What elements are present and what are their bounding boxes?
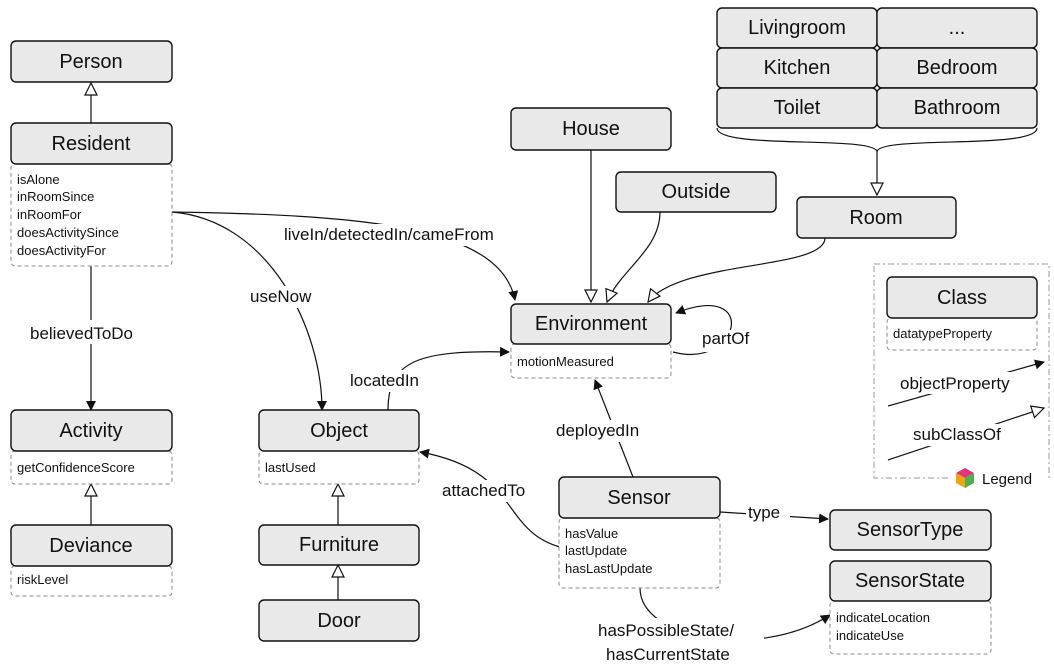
label-livein: liveIn/detectedIn/cameFrom: [284, 225, 494, 244]
resident-prop: isAlone: [17, 172, 60, 187]
label-deployedin: deployedIn: [556, 421, 639, 440]
room-cell-label: ...: [949, 17, 966, 39]
class-environment[interactable]: Environment motionMeasured: [510, 303, 672, 379]
class-person-name: Person: [59, 51, 122, 73]
room-cell-label: Bathroom: [914, 97, 1001, 119]
class-room-name: Room: [849, 207, 902, 229]
legend-objectproperty-label: objectProperty: [900, 374, 1010, 393]
room-cell[interactable]: Toilet: [716, 87, 878, 129]
class-door[interactable]: Door: [258, 599, 420, 642]
class-object-name: Object: [310, 420, 368, 442]
sensor-prop: hasLastUpdate: [565, 561, 652, 576]
legend-title: Legend: [982, 471, 1032, 488]
object-prop: lastUsed: [265, 460, 316, 475]
label-partof: partOf: [702, 329, 750, 348]
environment-prop: motionMeasured: [517, 354, 614, 369]
resident-prop: inRoomSince: [17, 189, 94, 204]
room-cell[interactable]: Kitchen: [716, 47, 878, 89]
sensor-prop: hasValue: [565, 526, 618, 541]
room-cell-label: Kitchen: [764, 57, 831, 79]
class-furniture[interactable]: Furniture: [258, 524, 420, 566]
edge-outside-env: [607, 211, 661, 302]
label-usenow: useNow: [250, 287, 312, 306]
activity-prop: getConfidenceScore: [17, 460, 135, 475]
edge-room-env: [648, 237, 826, 302]
class-sensortype[interactable]: SensorType: [829, 509, 992, 551]
sensorstate-prop: indicateLocation: [836, 610, 930, 625]
sensorstate-prop: indicateUse: [836, 628, 904, 643]
edge-usenow: [171, 211, 327, 411]
room-cell[interactable]: ...: [876, 7, 1038, 49]
room-cell-label: Bedroom: [916, 57, 997, 79]
class-deviance[interactable]: Deviance riskLevel: [10, 524, 173, 597]
class-door-name: Door: [317, 610, 361, 632]
sensor-prop: lastUpdate: [565, 543, 627, 558]
deviance-prop: riskLevel: [17, 572, 68, 587]
edge-locatedin: [387, 346, 510, 411]
room-cell-label: Toilet: [774, 97, 821, 119]
class-resident[interactable]: Resident isAlone inRoomSince inRoomFor d…: [10, 122, 173, 267]
label-type: type: [748, 503, 780, 522]
resident-prop: doesActivityFor: [17, 243, 107, 258]
class-environment-name: Environment: [535, 313, 648, 335]
class-house[interactable]: House: [510, 107, 672, 151]
label-hasstate-1: hasPossibleState/: [598, 621, 734, 640]
class-sensortype-name: SensorType: [857, 519, 964, 541]
class-activity-name: Activity: [59, 420, 122, 442]
legend-cube-icon: [950, 467, 984, 489]
edge-labels: believedToDo useNow liveIn/detectedIn/ca…: [22, 224, 790, 664]
rooms-brace: [716, 127, 1038, 153]
class-person[interactable]: Person: [10, 40, 173, 83]
label-locatedin: locatedIn: [350, 371, 419, 390]
class-outside-name: Outside: [662, 181, 731, 203]
label-hasstate-2: hasCurrentState: [606, 645, 730, 664]
room-cell-label: Livingroom: [748, 17, 846, 39]
room-cell[interactable]: Bedroom: [876, 47, 1038, 89]
room-cell[interactable]: Bathroom: [876, 87, 1038, 129]
class-sensor-name: Sensor: [607, 487, 671, 509]
class-deviance-name: Deviance: [49, 535, 132, 557]
class-resident-name: Resident: [52, 133, 131, 155]
class-sensorstate[interactable]: SensorState indicateLocation indicateUse: [829, 560, 992, 655]
class-furniture-name: Furniture: [299, 534, 379, 556]
class-house-name: House: [562, 118, 620, 140]
room-cell[interactable]: Livingroom: [716, 7, 878, 49]
label-believedtodo: believedToDo: [30, 324, 133, 343]
class-sensorstate-name: SensorState: [855, 570, 965, 592]
edge-partof: [672, 305, 732, 355]
legend-class-name: Class: [937, 287, 987, 309]
class-room[interactable]: Room: [796, 196, 957, 239]
class-sensor[interactable]: Sensor hasValue lastUpdate hasLastUpdate: [558, 476, 721, 589]
class-object[interactable]: Object lastUsed: [258, 409, 420, 485]
class-outside[interactable]: Outside: [615, 171, 777, 213]
legend-subclassof-label: subClassOf: [913, 425, 1001, 444]
label-attachedto: attachedTo: [442, 481, 525, 500]
legend: Class datatypeProperty objectProperty su…: [873, 263, 1050, 489]
resident-prop: inRoomFor: [17, 207, 82, 222]
class-activity[interactable]: Activity getConfidenceScore: [10, 409, 173, 485]
legend-class-prop: datatypeProperty: [893, 326, 993, 341]
resident-prop: doesActivitySince: [17, 225, 119, 240]
room-grid: Livingroom ... Kitchen Bedroom Toilet Ba…: [716, 7, 1038, 129]
